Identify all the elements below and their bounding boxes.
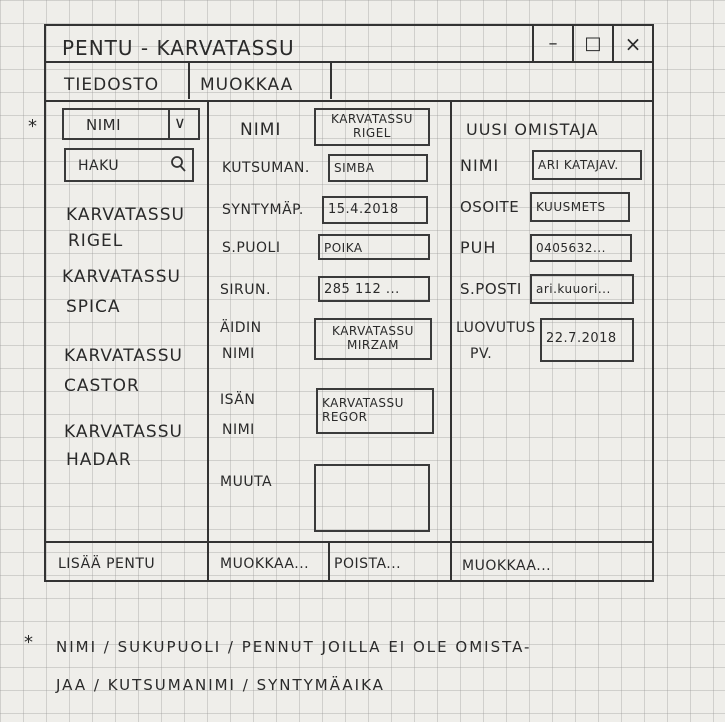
edit-owner-button[interactable]: MUOKKAA... — [462, 558, 552, 574]
handover-label-line2: PV. — [470, 346, 493, 362]
maximize-icon[interactable]: □ — [584, 33, 602, 54]
list-item-line1: KARVATASSU — [62, 267, 181, 287]
other-label: MUUTA — [220, 474, 273, 490]
birthdate-label: SYNTYMÄP. — [222, 202, 304, 218]
birthdate-field[interactable]: 15.4.2018 — [322, 196, 428, 224]
close-icon[interactable]: × — [624, 31, 642, 56]
footnote-line1: NIMI / SUKUPUOLI / PENNUT JOILLA EI OLE … — [56, 638, 532, 656]
owner-email-field[interactable]: ari.kuuori... — [530, 274, 634, 304]
divider — [44, 61, 654, 63]
name-label: NIMI — [240, 120, 282, 140]
edit-button[interactable]: MUOKKAA... — [220, 556, 310, 572]
father-field[interactable]: KARVATASSU REGOR — [316, 388, 434, 434]
handover-label-line1: LUOVUTUS — [456, 320, 536, 336]
list-item[interactable]: KARVATASSU HADAR — [64, 422, 183, 470]
chip-field[interactable]: 285 112 ... — [318, 276, 430, 302]
divider — [44, 100, 654, 102]
mother-label-line2: NIMI — [222, 346, 255, 362]
search-input[interactable]: HAKU — [64, 148, 194, 182]
owner-phone-field[interactable]: 0405632... — [530, 234, 632, 262]
divider — [207, 100, 209, 582]
list-item[interactable]: KARVATASSU RIGEL — [66, 205, 185, 251]
footnote-line2: JAA / KUTSUMANIMI / SYNTYMÄAIKA — [56, 676, 385, 694]
list-item-line1: KARVATASSU — [66, 205, 185, 225]
divider — [328, 541, 330, 582]
owner-address-label: OSOITE — [460, 198, 520, 216]
sort-select-value: NIMI — [86, 116, 122, 134]
owner-name-field[interactable]: ARI KATAJAV. — [532, 150, 642, 180]
search-placeholder: HAKU — [78, 158, 120, 174]
sex-label: S.PUOLI — [222, 240, 281, 256]
sort-marker: * — [28, 116, 38, 137]
mother-field[interactable]: KARVATASSU MIRZAM — [314, 318, 432, 360]
owner-header: UUSI OMISTAJA — [466, 120, 599, 139]
mother-field-line2: MIRZAM — [346, 338, 399, 352]
list-item[interactable]: KARVATASSU SPICA — [62, 267, 181, 317]
father-field-line1: KARVATASSU — [322, 396, 404, 410]
window-title: PENTU - KARVATASSU — [62, 36, 295, 60]
father-field-line2: REGOR — [322, 410, 368, 424]
menu-item-file[interactable]: TIEDOSTO — [64, 75, 160, 95]
handover-date-field[interactable]: 22.7.2018 — [540, 318, 634, 362]
mother-field-line1: KARVATASSU — [332, 324, 414, 338]
list-item-line2: CASTOR — [64, 376, 140, 396]
owner-name-label: NIMI — [460, 156, 500, 175]
other-field[interactable] — [314, 464, 430, 532]
divider — [330, 63, 332, 99]
owner-email-label: S.POSTI — [460, 280, 522, 298]
list-item-line2: RIGEL — [68, 231, 124, 251]
owner-address-field[interactable]: KUUSMETS — [530, 192, 630, 222]
chevron-down-icon[interactable]: ∨ — [174, 113, 186, 132]
chip-label: SIRUN. — [220, 282, 271, 298]
name-field[interactable]: KARVATASSU RIGEL — [314, 108, 430, 146]
list-item-line1: KARVATASSU — [64, 422, 183, 442]
delete-button[interactable]: POISTA... — [334, 556, 402, 572]
divider — [188, 63, 190, 99]
name-field-line1: KARVATASSU — [331, 112, 413, 126]
divider — [612, 24, 614, 61]
divider — [44, 541, 654, 543]
mother-label-line1: ÄIDIN — [220, 320, 262, 336]
father-label-line1: ISÄN — [220, 392, 256, 408]
list-item[interactable]: KARVATASSU CASTOR — [64, 346, 183, 396]
search-icon[interactable] — [170, 154, 188, 178]
minimize-icon[interactable]: – — [548, 33, 558, 54]
footnote-marker: * — [24, 632, 35, 653]
divider — [168, 108, 170, 140]
menu-item-edit[interactable]: MUOKKAA — [200, 75, 294, 95]
owner-phone-label: PUH — [460, 238, 497, 257]
callname-field[interactable]: SIMBA — [328, 154, 428, 182]
father-label-line2: NIMI — [222, 422, 255, 438]
sex-field[interactable]: POIKA — [318, 234, 430, 260]
list-item-line1: KARVATASSU — [64, 346, 183, 366]
divider — [572, 24, 574, 61]
app-window — [44, 24, 654, 582]
list-item-line2: SPICA — [66, 297, 121, 317]
sort-select[interactable]: NIMI ∨ — [62, 108, 200, 140]
divider — [450, 100, 452, 582]
add-puppy-button[interactable]: LISÄÄ PENTU — [58, 556, 156, 572]
callname-label: KUTSUMAN. — [222, 160, 310, 176]
list-item-line2: HADAR — [66, 450, 132, 470]
name-field-line2: RIGEL — [353, 126, 391, 140]
divider — [532, 24, 534, 61]
